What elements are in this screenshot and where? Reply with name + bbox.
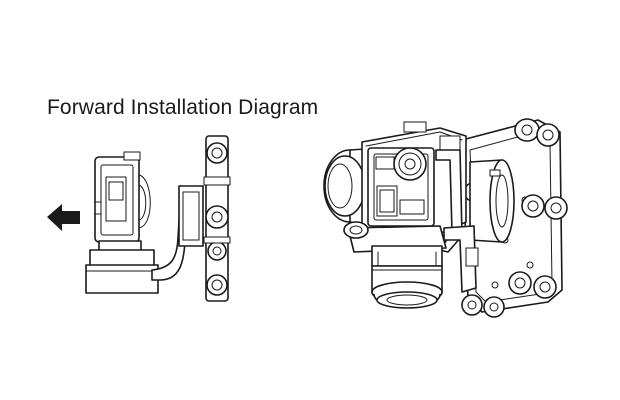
side-view-mount-plate (203, 135, 231, 302)
side-view-gimbal (85, 135, 231, 302)
arrow-left-icon (47, 204, 80, 231)
iso-view-roll-motor (469, 159, 515, 243)
iso-view-base-motor (347, 225, 447, 309)
side-view-camera (94, 151, 151, 243)
diagram-title: Forward Installation Diagram (47, 96, 319, 119)
iso-view-side-bracket (343, 221, 369, 239)
iso-view-gimbal (323, 118, 568, 318)
side-view-motor (85, 240, 159, 294)
iso-view-camera (367, 147, 444, 227)
